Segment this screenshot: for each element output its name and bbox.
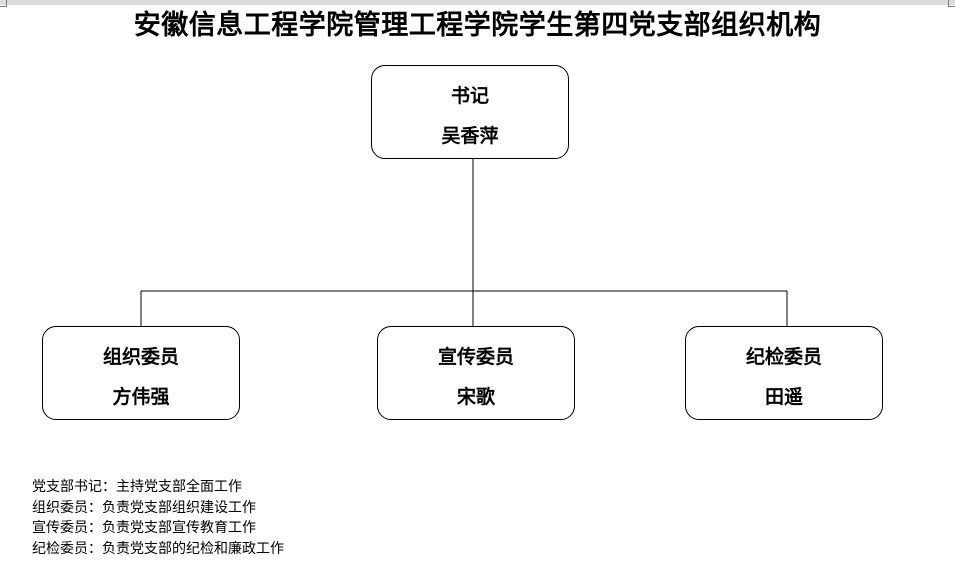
node-person-name: 方伟强 [112,386,170,408]
node-organization-committee: 组织委员 方伟强 [42,326,240,420]
node-person-name: 田遥 [764,386,803,408]
node-secretary: 书记 吴香萍 [371,65,569,159]
note-line: 纪检委员：负责党支部的纪检和廉政工作 [32,540,284,557]
node-discipline-committee: 纪检委员 田遥 [685,326,883,420]
node-person-name: 宋歌 [456,386,495,408]
window-top-edge [0,0,955,5]
note-line: 党支部书记：主持党支部全面工作 [32,479,242,495]
node-role-label: 组织委员 [102,346,179,368]
node-person-name: 吴香萍 [441,125,499,147]
responsibility-notes: 党支部书记：主持党支部全面工作 组织委员：负责党支部组织建设工作 宣传委员：负责… [32,477,284,559]
page-corner-mark-right [948,0,955,7]
node-role-label: 书记 [450,85,489,107]
node-propaganda-committee: 宣传委员 宋歌 [377,326,575,420]
note-line: 宣传委员：负责党支部宣传教育工作 [32,520,256,536]
node-role-label: 宣传委员 [437,346,514,368]
node-role-label: 纪检委员 [745,346,822,368]
note-line: 组织委员：负责党支部组织建设工作 [32,499,256,516]
diagram-title: 安徽信息工程学院管理工程学院学生第四党支部组织机构 [133,10,822,41]
page-corner-mark-left [0,0,7,7]
